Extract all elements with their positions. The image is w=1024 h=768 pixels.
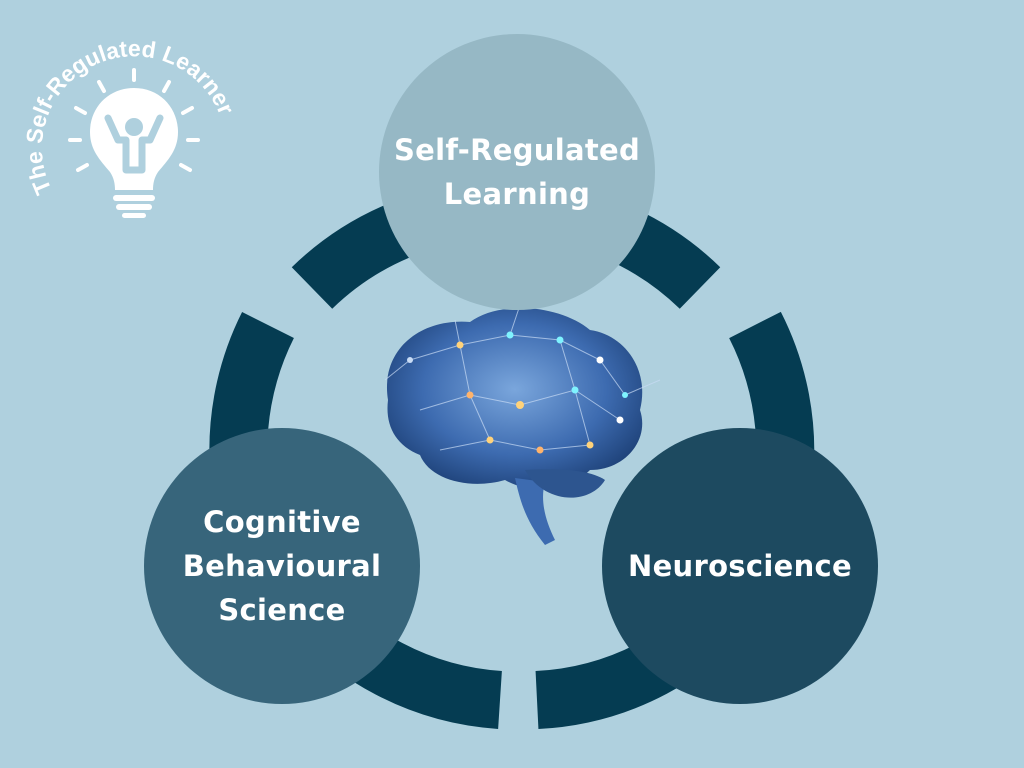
node-circle-neuro — [602, 428, 878, 704]
logo: The Self-Regulated Learner — [21, 35, 240, 218]
node-label-neuro: Neuroscience — [602, 428, 878, 704]
node-label-srl-line-2: Learning — [443, 177, 591, 211]
node-label-neuro-line-1: Neuroscience — [628, 549, 852, 583]
node-label-cbs-line-3: Science — [218, 593, 346, 627]
node-label-cbs: Cognitive Behavioural Science — [144, 428, 420, 704]
node-circle-cbs — [144, 428, 420, 704]
node-label-cbs-line-2: Behavioural — [182, 549, 382, 583]
node-label-cbs-line-1: Cognitive — [203, 505, 361, 539]
node-label-srl: Self-Regulated Learning — [379, 34, 655, 310]
node-label-srl-line-1: Self-Regulated — [393, 133, 641, 167]
brain-icon — [384, 304, 661, 545]
lightbulb-icon — [68, 68, 200, 218]
node-circle-srl — [379, 34, 655, 310]
